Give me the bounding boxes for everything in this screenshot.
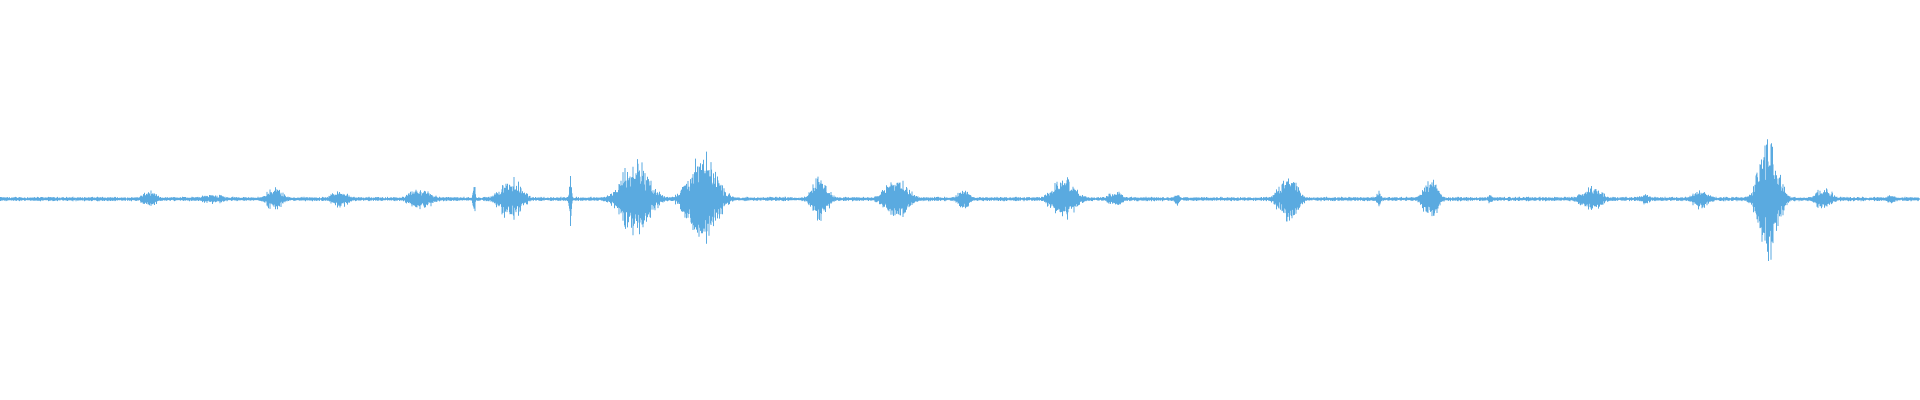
waveform-signal — [0, 139, 1920, 261]
